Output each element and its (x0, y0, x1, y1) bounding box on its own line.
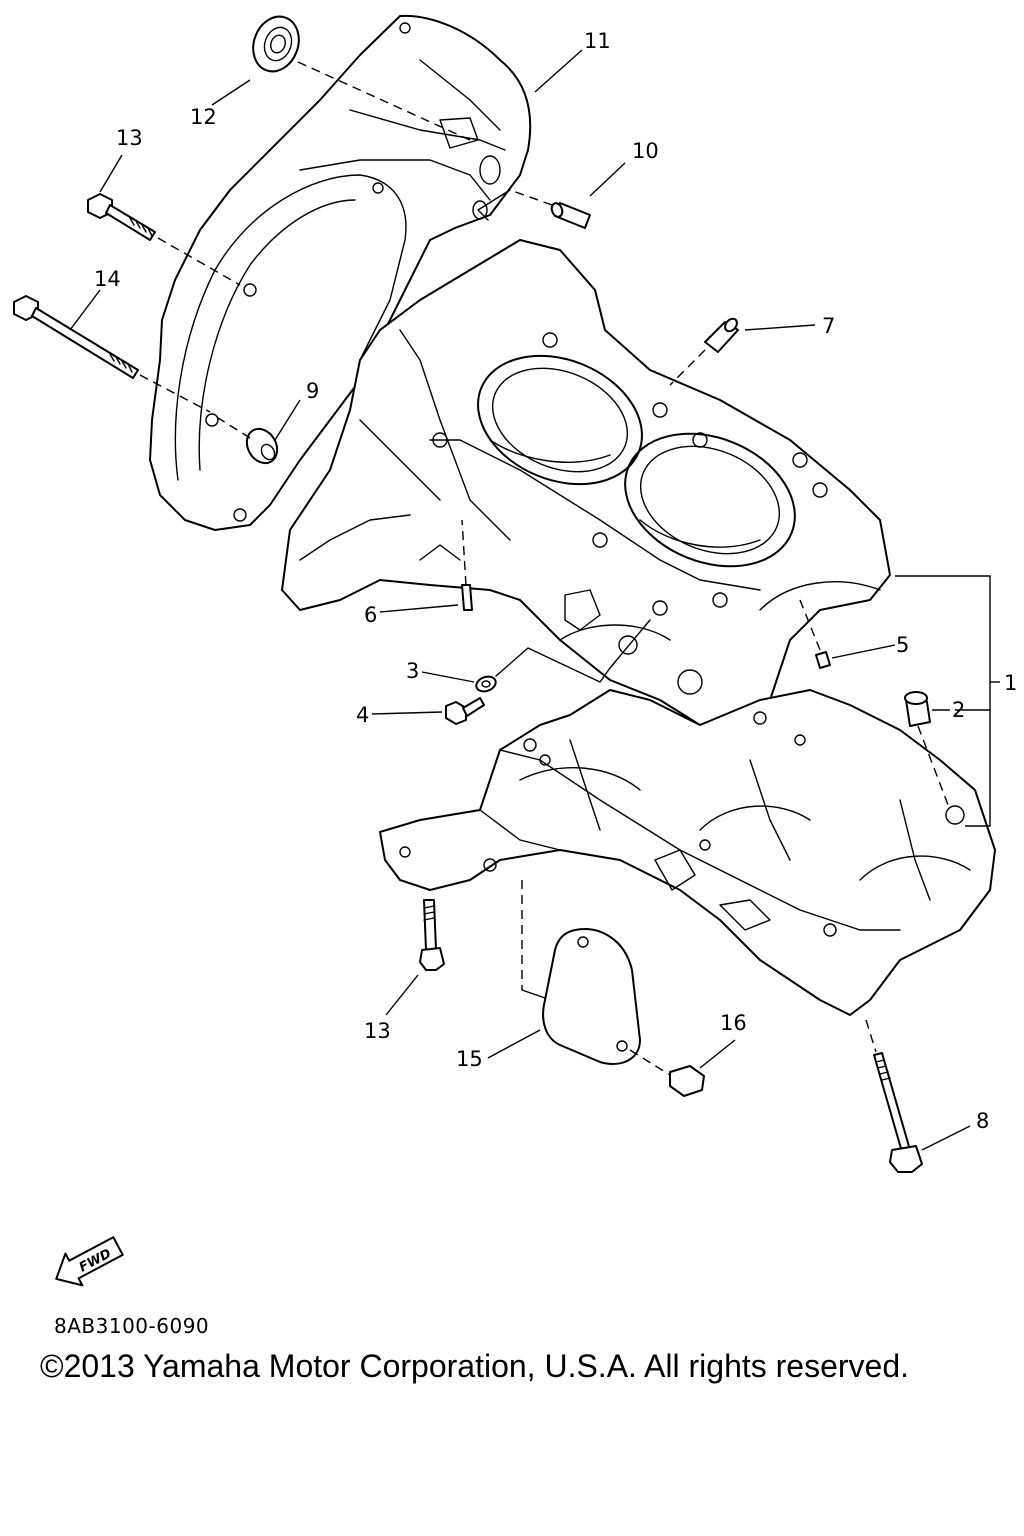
oil-seal-part-12 (252, 15, 471, 141)
callout-13-lower: 13 (364, 1019, 391, 1043)
pin-part-5 (799, 599, 831, 669)
pin-part-6 (461, 519, 473, 611)
callout-1: 1 (1004, 671, 1017, 695)
leader-lines (69, 49, 1000, 1151)
callout-7: 7 (822, 314, 835, 338)
copyright-notice: ©2013 Yamaha Motor Corporation, U.S.A. A… (40, 1348, 910, 1384)
callout-13-upper: 13 (116, 126, 143, 150)
washer-part-3 (475, 675, 497, 693)
upper-crankcase (281, 239, 891, 726)
bolt-part-4 (445, 697, 485, 725)
cover-plate-part-15 (542, 928, 641, 1065)
callout-6: 6 (364, 603, 377, 627)
callout-15: 15 (456, 1047, 483, 1071)
callout-2: 2 (952, 698, 965, 722)
pin-part-10 (477, 189, 591, 229)
bolt-part-13-lower (419, 880, 546, 999)
callout-3: 3 (406, 659, 419, 683)
callout-11: 11 (584, 29, 611, 53)
callout-4: 4 (356, 703, 369, 727)
callout-5: 5 (896, 633, 909, 657)
diagram-code: 8AB3100-6090 (54, 1314, 210, 1338)
fwd-arrow-icon: FWD (55, 1236, 124, 1287)
assembly-line-3-4 (495, 619, 651, 683)
callout-labels: 11 12 13 10 14 7 9 6 5 3 1 4 2 13 16 15 … (94, 29, 1017, 1133)
callout-10: 10 (632, 139, 659, 163)
nut-part-16 (629, 1049, 705, 1097)
bolt-part-14 (13, 295, 211, 413)
callout-12: 12 (190, 105, 217, 129)
side-cover-part-11 (149, 14, 532, 531)
callout-8: 8 (976, 1109, 989, 1133)
callout-14: 14 (94, 267, 121, 291)
collar-part-9 (214, 415, 279, 465)
bolt-part-13-upper (87, 193, 241, 286)
stud-part-7 (669, 317, 739, 386)
bolt-part-8 (865, 1019, 923, 1173)
plug-part-2 (904, 691, 951, 811)
callout-16: 16 (720, 1011, 747, 1035)
callout-9: 9 (306, 379, 319, 403)
lower-crankcase (379, 689, 996, 1016)
